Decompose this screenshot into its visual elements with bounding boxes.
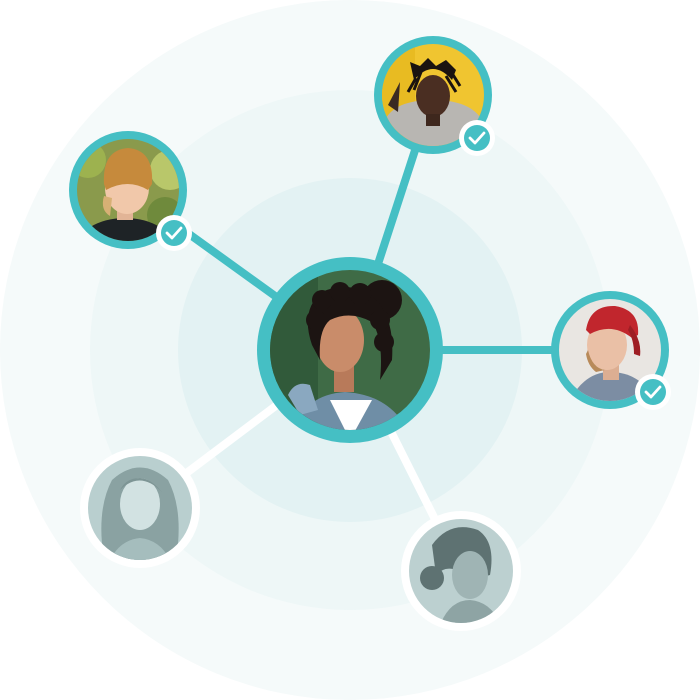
pending-avatar-node[interactable] [401, 511, 523, 633]
woman-long-hair-avatar [88, 456, 192, 560]
center-profile-avatar[interactable] [257, 257, 443, 443]
man-orange-beanie-avatar [77, 139, 179, 241]
connection-avatar-node[interactable] [374, 35, 495, 156]
connection-avatar-node[interactable] [551, 290, 672, 410]
verified-check-icon [459, 120, 495, 156]
woman-hair-bun-avatar [409, 519, 513, 623]
verified-check-icon [156, 215, 192, 251]
connection-avatar-node[interactable] [69, 130, 192, 282]
man-dreadlocks-yellow-wall-avatar [382, 44, 484, 146]
verified-check-icon [635, 374, 671, 410]
pending-avatar-node[interactable] [80, 448, 202, 570]
